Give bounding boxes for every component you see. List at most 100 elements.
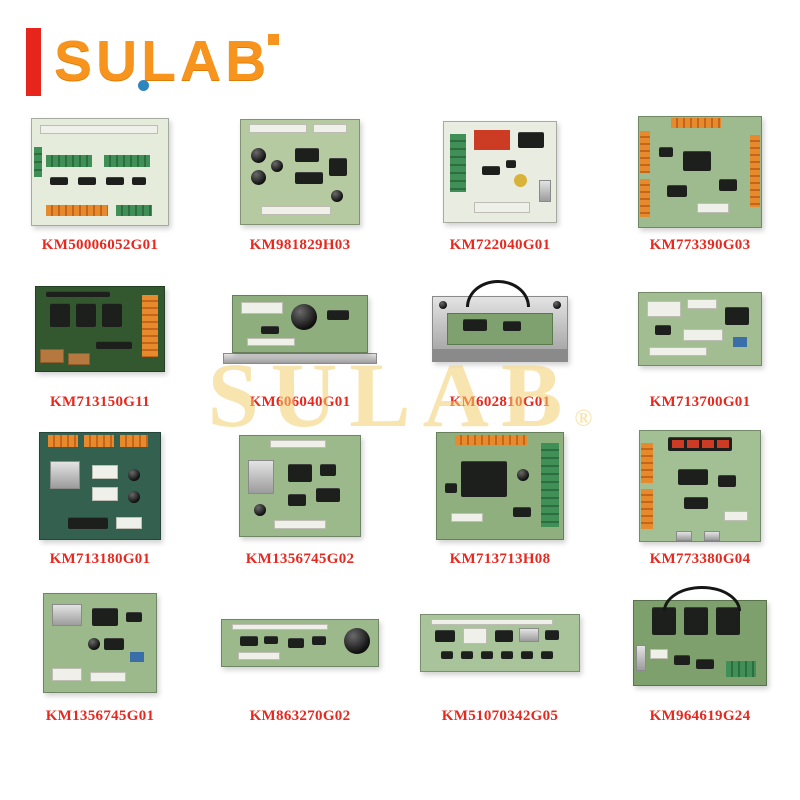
pcb-chip — [264, 636, 278, 644]
pcb-connector — [104, 155, 150, 167]
product-part-number: KM981829H03 — [249, 237, 351, 253]
pcb-chip — [659, 147, 673, 157]
pcb-chip — [320, 464, 336, 476]
pcb-connector — [249, 124, 307, 133]
logo-dot-icon — [138, 80, 149, 91]
pcb-terminal — [726, 661, 756, 677]
pcb-chip — [327, 309, 349, 320]
product-photo — [200, 587, 400, 699]
product-photo — [400, 273, 600, 385]
pcb-board — [221, 619, 379, 667]
pcb-capacitor — [128, 491, 140, 503]
pcb-chip — [683, 151, 711, 171]
product-photo — [0, 116, 200, 228]
product-card: KM981829H03 — [200, 116, 400, 255]
product-part-number: KM713180G01 — [49, 551, 151, 567]
pcb-assembly — [223, 294, 377, 364]
pcb-connector — [724, 511, 748, 521]
pcb-connector — [683, 329, 723, 341]
pcb-chip — [288, 464, 312, 482]
pcb-chip — [506, 160, 516, 168]
pcb-chip — [312, 636, 326, 645]
product-part-number: KM1356745G01 — [45, 708, 155, 724]
pcb-connector — [238, 652, 280, 660]
pcb-chip — [541, 651, 553, 659]
pcb-assembly — [633, 586, 767, 686]
pcb-chip — [92, 608, 118, 626]
pcb-terminal — [641, 489, 653, 529]
pcb-connector — [92, 465, 118, 479]
pcb-chip — [104, 638, 124, 650]
pcb-board — [420, 614, 580, 672]
mounting-bracket — [636, 645, 646, 671]
pcb-component — [519, 628, 539, 642]
pcb-busbar — [40, 349, 64, 363]
pcb-board — [43, 593, 157, 693]
product-part-number: KM773390G03 — [649, 237, 751, 253]
pcb-board — [639, 430, 761, 542]
product-part-number: KM713713H08 — [449, 551, 551, 567]
pcb-connector — [270, 440, 326, 448]
product-photo — [400, 587, 600, 699]
pcb-chip — [96, 341, 132, 349]
pcb-connector — [431, 619, 553, 625]
pcb-heatsink — [461, 461, 507, 497]
pcb-terminal — [116, 205, 152, 216]
product-part-number: KM602810G01 — [449, 394, 551, 410]
pcb-relay — [474, 130, 510, 150]
pcb-terminal — [541, 443, 559, 527]
pcb-connector — [313, 124, 347, 133]
pcb-terminal — [640, 131, 650, 173]
pcb-connector — [676, 531, 692, 541]
logo-text: SULAB — [54, 29, 271, 93]
pcb-chip — [295, 148, 319, 162]
pcb-relay — [102, 303, 122, 327]
pcb-terminal — [671, 118, 721, 128]
pcb-chip — [678, 469, 708, 485]
product-card: KM602810G01 — [400, 273, 600, 412]
product-grid: KM50006052G01 KM981829H03 — [0, 116, 800, 726]
product-photo — [0, 430, 200, 542]
pcb-label — [451, 513, 483, 522]
logo-red-bar — [26, 28, 41, 96]
product-card: KM713180G01 — [0, 430, 200, 569]
pcb-chip — [501, 651, 513, 659]
pcb-connector — [90, 672, 126, 682]
pcb-terminal — [450, 134, 466, 192]
pcb-board — [39, 432, 161, 540]
pcb-chip — [316, 488, 340, 502]
product-photo — [0, 273, 200, 385]
pcb-connector — [232, 624, 328, 630]
pcb-card-slot — [52, 604, 82, 626]
pcb-chip — [78, 177, 96, 185]
pcb-heatsink — [50, 461, 80, 489]
pcb-chip — [718, 475, 736, 487]
product-card: KM1356745G01 — [0, 587, 200, 726]
product-photo — [0, 587, 200, 699]
pcb-capacitor — [514, 174, 527, 187]
product-card: KM863270G02 — [200, 587, 400, 726]
pcb-wire — [466, 280, 530, 307]
pcb-chip — [513, 507, 531, 517]
pcb-chip — [288, 494, 306, 506]
pcb-chip — [667, 185, 687, 197]
pcb-transformer — [652, 607, 676, 635]
pcb-chip — [674, 655, 690, 665]
pcb-busbar — [68, 353, 90, 365]
pcb-capacitor — [88, 638, 100, 650]
pcb-chip — [719, 179, 737, 191]
product-photo — [600, 116, 800, 228]
pcb-chip — [481, 651, 493, 659]
pcb-chip — [655, 325, 671, 335]
pcb-connector — [52, 668, 82, 681]
pcb-display-digit — [717, 440, 729, 448]
product-part-number: KM713150G11 — [50, 394, 150, 410]
pcb-connector — [647, 301, 681, 317]
pcb-capacitor — [251, 148, 266, 163]
pcb-chip — [518, 132, 544, 148]
pcb-display-digit — [687, 440, 699, 448]
product-card: KM722040G01 — [400, 116, 600, 255]
pcb-terminal — [120, 435, 148, 447]
pcb-chip — [126, 612, 142, 622]
product-photo — [600, 273, 800, 385]
